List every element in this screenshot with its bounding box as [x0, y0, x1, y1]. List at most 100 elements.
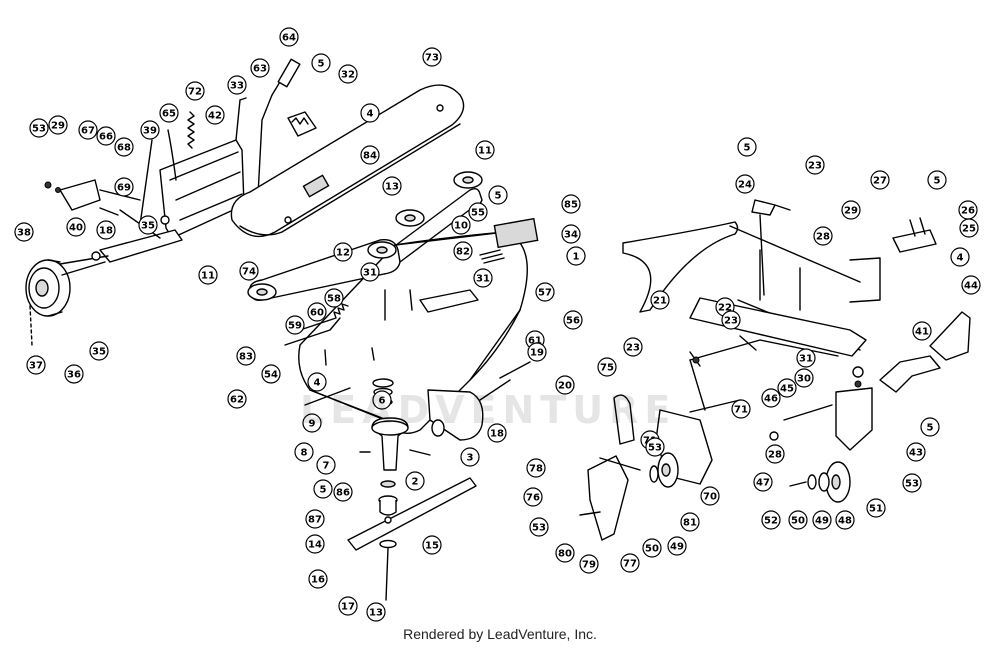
callout-circle — [959, 218, 979, 238]
part-callout: 87 — [305, 509, 325, 529]
callout-number: 5 — [927, 423, 934, 434]
part-callout: 27 — [870, 170, 890, 190]
callout-number: 32 — [341, 70, 355, 81]
callout-circle — [555, 543, 575, 563]
part-callout: 9 — [302, 413, 322, 433]
callout-circle — [813, 226, 833, 246]
callout-number: 25 — [962, 224, 976, 235]
callout-circle — [731, 399, 751, 419]
part-callout: 28 — [813, 226, 833, 246]
callout-number: 23 — [808, 161, 822, 172]
callout-circle — [138, 215, 158, 235]
callout-circle — [794, 368, 814, 388]
callout-number: 37 — [29, 361, 43, 372]
callout-number: 24 — [738, 180, 752, 191]
callout-circle — [294, 442, 314, 462]
part-callout: 7 — [316, 455, 336, 475]
part-callout: 13 — [382, 176, 402, 196]
part-callout: 49 — [812, 510, 832, 530]
spindle-blade-assembly — [347, 378, 477, 601]
callout-number: 11 — [201, 271, 215, 282]
part-callout: 67 — [78, 120, 98, 140]
callout-circle — [307, 372, 327, 392]
callout-number: 13 — [385, 182, 399, 193]
callout-circle — [700, 486, 720, 506]
callout-circle — [308, 569, 328, 589]
callout-circle — [566, 246, 586, 266]
part-callout: 52 — [761, 510, 781, 530]
part-callout: 53 — [902, 473, 922, 493]
part-callout: 8 — [294, 442, 314, 462]
callout-circle — [645, 437, 665, 457]
part-callout: 31 — [796, 348, 816, 368]
part-callout: 37 — [26, 355, 46, 375]
callout-circle — [96, 126, 116, 146]
callout-circle — [382, 176, 402, 196]
callout-number: 8 — [301, 448, 308, 459]
callout-number: 83 — [239, 352, 253, 363]
callout-circle — [305, 534, 325, 554]
callout-number: 2 — [412, 477, 419, 488]
callout-number: 61 — [528, 336, 542, 347]
part-callout: 46 — [761, 388, 781, 408]
callout-circle — [912, 321, 932, 341]
callout-number: 63 — [253, 64, 267, 75]
part-callout: 48 — [835, 510, 855, 530]
callout-number: 54 — [264, 370, 278, 381]
part-callout: 38 — [14, 222, 34, 242]
callout-circle — [227, 389, 247, 409]
lift-linkage-assembly — [44, 58, 301, 271]
callout-number: 7 — [323, 461, 330, 472]
callout-circle — [796, 348, 816, 368]
callout-number: 5 — [318, 59, 325, 70]
part-callout: 80 — [555, 543, 575, 563]
callout-number: 5 — [320, 485, 327, 496]
callout-number: 60 — [310, 308, 324, 319]
callout-circle — [66, 217, 86, 237]
part-callout: 31 — [360, 262, 380, 282]
part-callout: 5 — [920, 417, 940, 437]
part-callout: 5 — [927, 170, 947, 190]
callout-number: 55 — [471, 208, 485, 219]
callout-circle — [777, 378, 797, 398]
callout-number: 28 — [768, 450, 782, 461]
callout-number: 51 — [869, 504, 883, 515]
part-callout: 36 — [64, 364, 84, 384]
part-callout: 4 — [360, 103, 380, 123]
callout-number: 23 — [724, 316, 738, 327]
callout-circle — [29, 118, 49, 138]
callout-circle — [812, 510, 832, 530]
callout-number: 53 — [905, 479, 919, 490]
callout-circle — [623, 337, 643, 357]
part-callout: 32 — [338, 64, 358, 84]
callout-circle — [333, 242, 353, 262]
callout-circle — [422, 47, 442, 67]
callout-number: 47 — [756, 478, 770, 489]
part-callout: 81 — [680, 512, 700, 532]
callout-number: 74 — [242, 267, 256, 278]
watermark: LEADVENTURE — [300, 388, 677, 432]
part-callout: 11 — [475, 140, 495, 160]
part-callout: 75 — [597, 357, 617, 377]
part-callout: 2 — [405, 471, 425, 491]
part-callout: 24 — [735, 174, 755, 194]
callout-number: 19 — [530, 348, 544, 359]
callout-circle — [753, 472, 773, 492]
callout-circle — [64, 364, 84, 384]
callout-number: 30 — [797, 374, 811, 385]
callout-number: 43 — [909, 448, 923, 459]
callout-circle — [227, 75, 247, 95]
callout-circle — [906, 442, 926, 462]
callout-number: 49 — [815, 516, 829, 527]
callout-number: 26 — [961, 206, 975, 217]
callout-number: 73 — [425, 53, 439, 64]
callout-number: 56 — [566, 316, 580, 327]
part-callout: 51 — [866, 498, 886, 518]
part-callout: 54 — [261, 364, 281, 384]
callout-circle — [422, 535, 442, 555]
callout-number: 5 — [744, 143, 751, 154]
callout-number: 40 — [69, 223, 83, 234]
callout-circle — [561, 194, 581, 214]
callout-number: 87 — [308, 515, 322, 526]
